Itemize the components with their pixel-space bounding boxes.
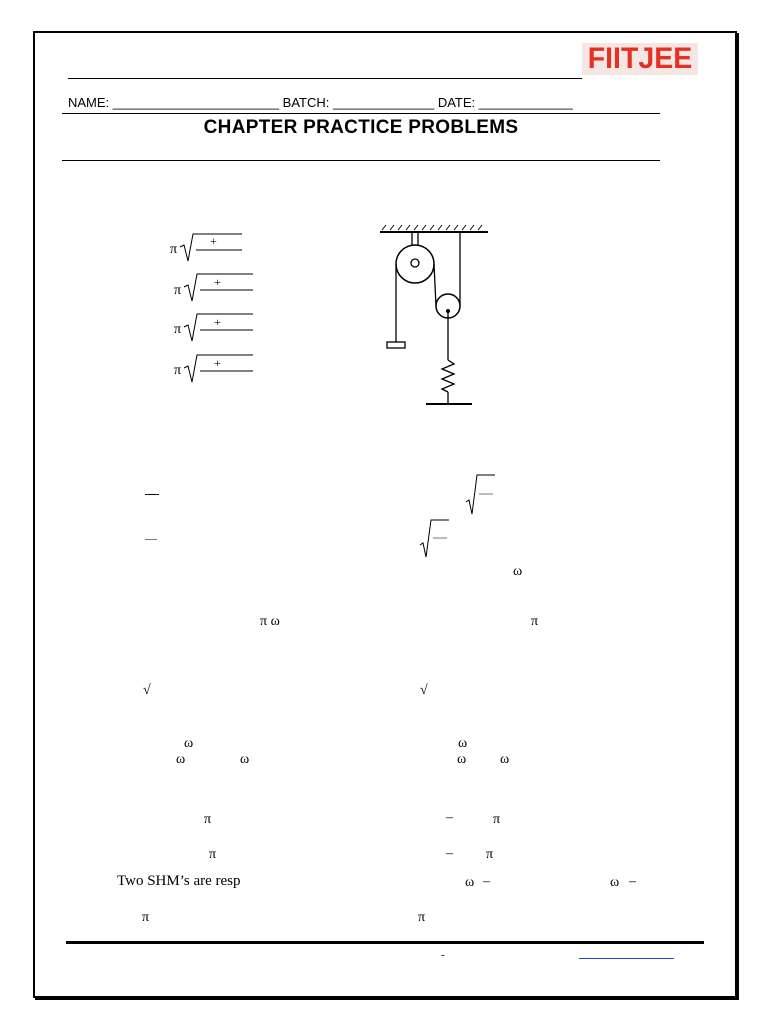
pi-omega-symbol: π ω [260, 614, 280, 629]
fraction-bar [145, 494, 159, 495]
minus-symbol: – [629, 874, 636, 889]
sqrt-sign [419, 519, 449, 558]
student-info-line: NAME: _______________________ BATCH: ___… [68, 95, 573, 110]
minus-symbol: – [483, 874, 490, 889]
fraction-bar [145, 539, 157, 540]
shm-question-text: Two SHM’s are resp [117, 873, 241, 889]
omega-symbol: ω [458, 736, 468, 751]
omega-symbol: ω [184, 736, 194, 751]
pi-symbol: π [493, 812, 501, 827]
pi-symbol: π [418, 910, 426, 925]
sqrt-sign [183, 273, 253, 302]
omega-symbol: ω [500, 752, 510, 767]
fiitjee-logo: FIITJEE [582, 43, 698, 75]
header-rule-lower [62, 160, 660, 161]
footer-rule [66, 941, 704, 944]
omega-symbol: ω [465, 875, 475, 890]
header-top-rule [68, 78, 582, 79]
omega-symbol: ω [176, 752, 186, 767]
sqrt-sign [183, 313, 253, 342]
omega-symbol: ω [513, 564, 523, 579]
root-symbol: √ [143, 683, 151, 698]
minus-symbol: – [446, 846, 453, 861]
header-rule-upper [62, 113, 660, 114]
page-title: CHAPTER PRACTICE PROBLEMS [203, 117, 519, 138]
sqrt-sign [465, 474, 495, 515]
footer-dash: - [441, 949, 445, 961]
omega-symbol: ω [240, 752, 250, 767]
pi-symbol: π [531, 614, 539, 629]
omega-symbol: ω [610, 875, 620, 890]
pi-symbol: π [209, 847, 217, 862]
sqrt-sign [179, 233, 242, 262]
pulley-spring-diagram [380, 224, 488, 405]
minus-symbol: – [446, 810, 453, 825]
root-symbol: √ [420, 683, 428, 698]
omega-symbol: ω [457, 752, 467, 767]
page-border [33, 31, 737, 998]
pi-symbol: π [486, 847, 494, 862]
sqrt-sign [183, 354, 253, 383]
pi-symbol: π [204, 812, 212, 827]
footer-link-underline[interactable] [579, 958, 674, 959]
pi-symbol: π [142, 910, 150, 925]
